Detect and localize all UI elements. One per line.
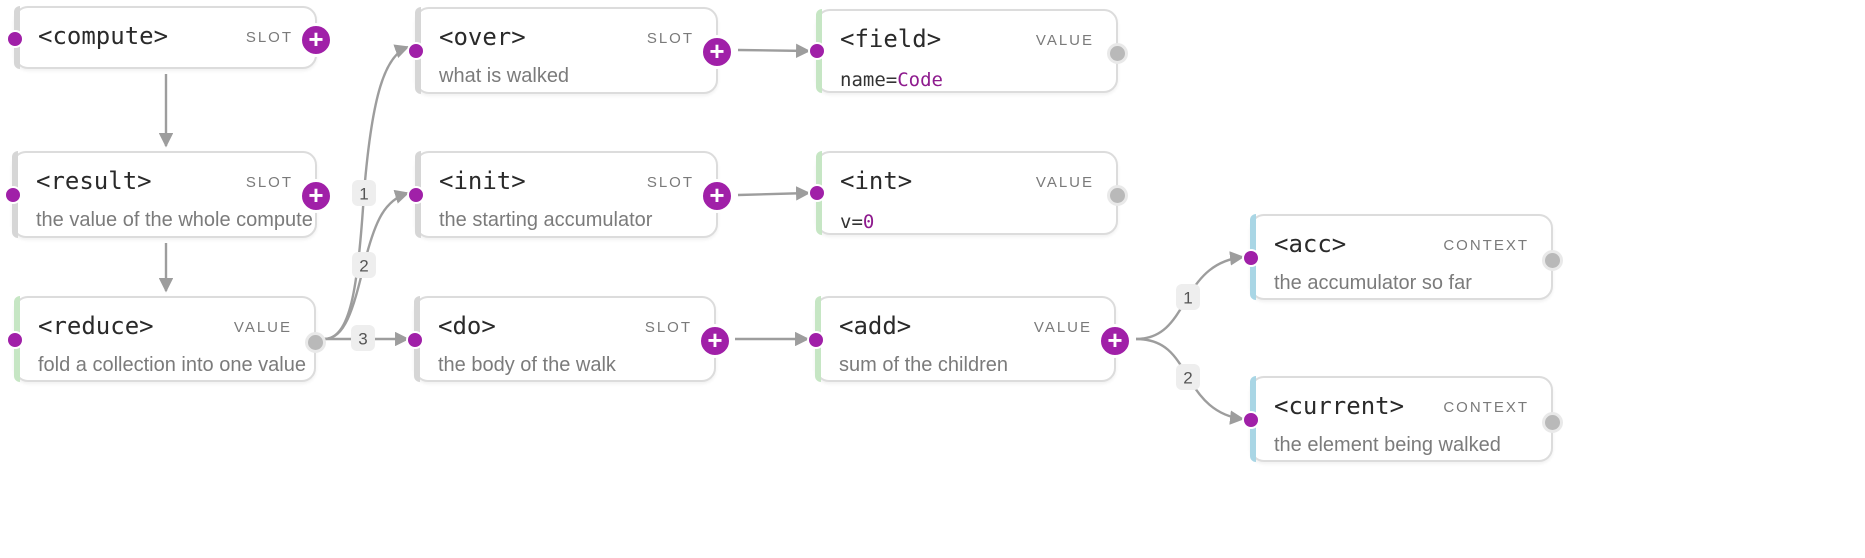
output-port[interactable] [305, 332, 326, 353]
edge-label-box [1176, 364, 1200, 390]
node-kind-badge: VALUE [1035, 32, 1094, 49]
edge-reduce-to-over [323, 44, 410, 341]
add-child-button[interactable]: + [700, 179, 734, 213]
add-child-button[interactable]: + [299, 23, 333, 57]
input-port[interactable] [807, 331, 825, 349]
node-kind-badge: VALUE [233, 319, 292, 336]
input-port[interactable] [1242, 411, 1260, 429]
node-compute[interactable]: <compute> SLOT + [6, 6, 333, 69]
node-description: sum of the children [839, 354, 1008, 376]
node-tag: <acc> [1274, 230, 1347, 258]
node-kind-badge: SLOT [245, 29, 293, 46]
edge-init-to-int [737, 186, 811, 201]
node-acc[interactable]: <acc> CONTEXT the accumulator so far [1242, 214, 1563, 300]
edge-order-label: 2 [352, 252, 376, 278]
output-port[interactable] [1542, 250, 1563, 271]
node-tag: <do> [438, 312, 496, 340]
edge-order-label: 3 [351, 325, 375, 351]
node-tag: <result> [36, 167, 152, 195]
input-port[interactable] [406, 331, 424, 349]
edge-order-label: 1 [1176, 284, 1200, 310]
input-port[interactable] [808, 42, 826, 60]
edge-label-box [352, 252, 376, 278]
input-port[interactable] [808, 184, 826, 202]
edge-add-to-current [1135, 337, 1245, 425]
input-port[interactable] [4, 186, 22, 204]
node-over[interactable]: <over> SLOT what is walked + [407, 7, 734, 94]
node-tag: <add> [839, 312, 912, 340]
node-tag: <over> [439, 23, 526, 51]
add-child-button[interactable]: + [698, 324, 732, 358]
input-port[interactable] [6, 331, 24, 349]
node-init[interactable]: <init> SLOT the starting accumulator + [407, 151, 734, 238]
node-field[interactable]: <field> VALUE name=Code [808, 9, 1128, 93]
output-port[interactable] [1542, 412, 1563, 433]
node-description: fold a collection into one value [38, 354, 306, 376]
node-description: the starting accumulator [439, 209, 653, 231]
node-tag: <compute> [38, 22, 169, 50]
edge-label-text: 3 [358, 330, 367, 349]
node-kind-badge: SLOT [646, 30, 694, 47]
edge-label-box [351, 325, 375, 351]
attribute-value: 0 [862, 211, 875, 233]
node-tag: <init> [439, 167, 526, 195]
node-int[interactable]: <int> VALUE v=0 [808, 151, 1128, 235]
input-port[interactable] [407, 42, 425, 60]
edge-label-text: 2 [1183, 369, 1192, 388]
node-kind-badge: CONTEXT [1443, 237, 1529, 254]
edge-label-text: 1 [359, 185, 368, 204]
node-tag: <int> [840, 167, 913, 195]
edge-label-box [352, 180, 376, 206]
input-port[interactable] [1242, 249, 1260, 267]
node-kind-badge: VALUE [1035, 174, 1094, 191]
attribute-name: name= [840, 69, 898, 91]
edge-label-text: 2 [359, 257, 368, 276]
node-tag: <reduce> [38, 312, 154, 340]
node-description: what is walked [439, 65, 570, 87]
output-port[interactable] [1107, 43, 1128, 64]
node-description: the accumulator so far [1274, 272, 1472, 294]
node-do[interactable]: <do> SLOT the body of the walk + [406, 296, 732, 382]
input-port[interactable] [407, 186, 425, 204]
input-port[interactable] [6, 30, 24, 48]
node-kind-badge: CONTEXT [1443, 399, 1529, 416]
edge-label-box [1176, 284, 1200, 310]
edge-reduce-to-init [323, 189, 410, 341]
node-description: the value of the whole compute [36, 209, 313, 231]
output-port[interactable] [1107, 185, 1128, 206]
node-kind-badge: SLOT [245, 174, 293, 191]
node-kind-badge: VALUE [1033, 319, 1092, 336]
add-child-button[interactable]: + [299, 179, 333, 213]
attribute-name: v= [840, 211, 863, 233]
node-description: the element being walked [1274, 434, 1501, 456]
node-current[interactable]: <current> CONTEXT the element being walk… [1242, 376, 1563, 462]
edge-label-text: 1 [1183, 289, 1192, 308]
node-kind-badge: SLOT [646, 174, 694, 191]
edge-over-to-field [737, 43, 811, 59]
node-result[interactable]: <result> SLOT the value of the whole com… [4, 151, 333, 238]
node-attribute: name=Code [840, 69, 943, 91]
node-attribute: v=0 [840, 211, 874, 233]
node-tag: <current> [1274, 392, 1405, 420]
edge-add-to-acc [1135, 251, 1245, 341]
add-child-button[interactable]: + [700, 35, 734, 69]
attribute-value: Code [897, 69, 943, 91]
edge-order-label: 1 [352, 180, 376, 206]
node-tag: <field> [840, 25, 942, 53]
add-child-button[interactable]: + [1098, 324, 1132, 358]
node-add[interactable]: <add> VALUE sum of the children + [807, 296, 1132, 382]
edge-order-label: 2 [1176, 364, 1200, 390]
node-description: the body of the walk [438, 354, 616, 376]
node-kind-badge: SLOT [644, 319, 692, 336]
node-reduce[interactable]: <reduce> VALUE fold a collection into on… [6, 296, 326, 382]
